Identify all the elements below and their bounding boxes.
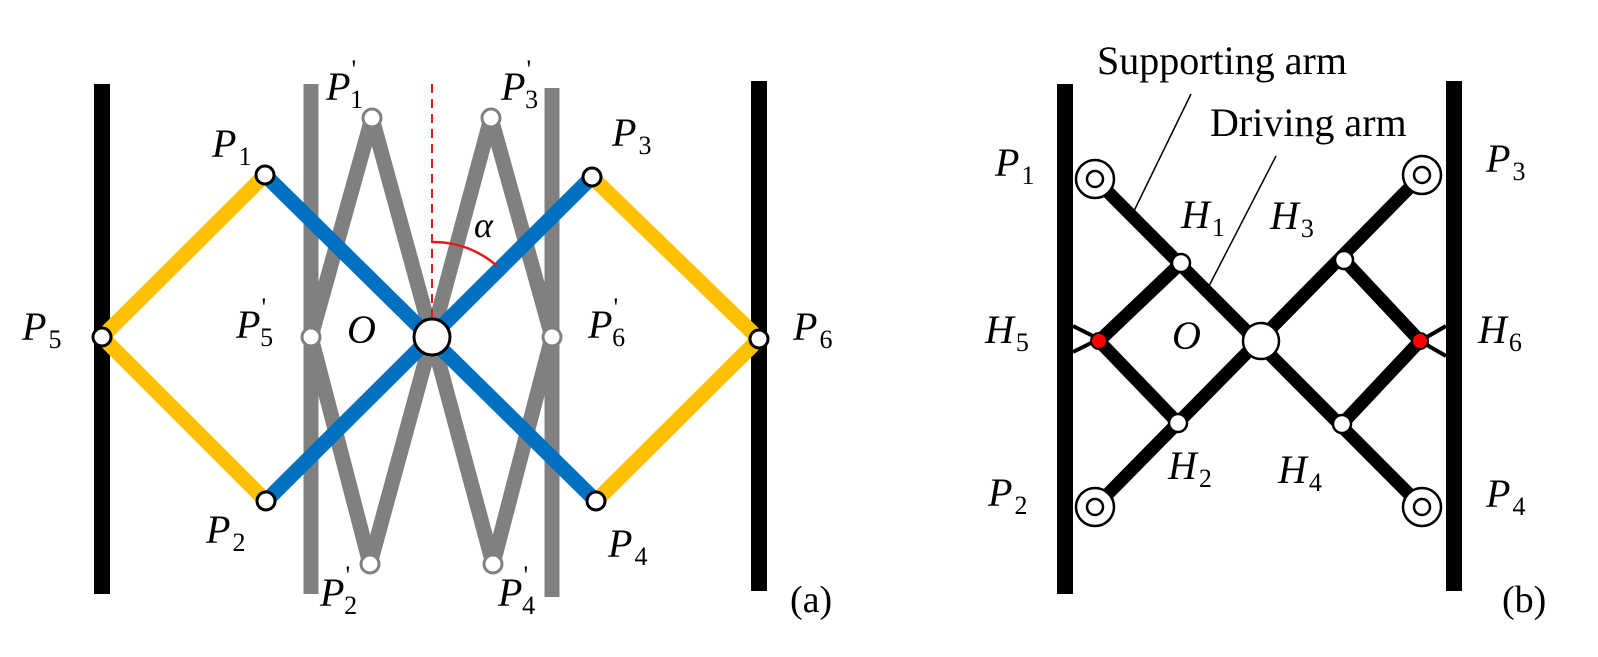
slider-p3-inner (1412, 165, 1432, 185)
label-p5: P5 (21, 304, 61, 354)
slider-p2-inner (1085, 497, 1105, 517)
label-p4p: P'4 (497, 561, 535, 620)
joint-p6 (748, 328, 770, 350)
label-p2p: P'2 (319, 561, 357, 620)
label-p3: P3 (611, 110, 651, 160)
label-alpha: α (474, 205, 494, 245)
folded-link-p3p-p6p (483, 115, 560, 340)
joint-h6 (1411, 332, 1429, 350)
joint-h4 (1331, 413, 1353, 435)
label-p3p: P'3 (500, 55, 538, 114)
yellow-link-p6-p4 (588, 331, 767, 509)
label-b-p4: P4 (1485, 471, 1525, 521)
label-p1: P1 (211, 121, 251, 171)
joint-p2 (255, 490, 277, 512)
joint-h2 (1167, 412, 1189, 434)
active-joints-b (1090, 332, 1429, 350)
label-p6: P6 (792, 304, 832, 354)
joint-o (412, 317, 452, 357)
joint-p1p (361, 107, 383, 129)
yellow-links (94, 167, 767, 509)
label-b-p1: P1 (994, 140, 1034, 190)
inner-joints-b (1167, 249, 1355, 435)
label-p5p: P'5 (235, 293, 273, 352)
folded-link-p3p-o (424, 116, 499, 339)
joint-p5 (91, 326, 113, 348)
joint-h3 (1333, 249, 1355, 271)
folded-link-p1p-o (364, 116, 440, 339)
labels-a: P1 P2 P3 P4 P5 P6 P'1 P'2 P'3 P'4 P'5 P'… (21, 55, 832, 621)
joint-p3p (480, 107, 502, 129)
joint-p5p (300, 326, 322, 348)
joint-h1 (1170, 252, 1192, 274)
label-supporting-arm: Supporting arm (1097, 38, 1347, 83)
driving-arm-h5-h2 (1092, 334, 1185, 430)
folded-link-p1p-p5p (303, 115, 380, 340)
joint-p3 (581, 166, 603, 188)
joint-p4p (482, 553, 504, 575)
folded-joints (300, 107, 563, 575)
slider-p4-inner (1412, 497, 1432, 517)
label-b-h6: H6 (1477, 307, 1522, 357)
label-b-h5: H5 (984, 307, 1029, 357)
label-p4: P4 (607, 521, 647, 571)
leader-driving-arm (1208, 155, 1277, 287)
angle-arc (431, 240, 498, 267)
label-center-o-a: O (347, 307, 376, 352)
panel-a: P1 P2 P3 P4 P5 P6 P'1 P'2 P'3 P'4 P'5 P'… (21, 55, 832, 621)
driving-arm-h5-h1 (1092, 256, 1188, 348)
label-b-h1: H1 (1180, 192, 1225, 242)
label-b-h3: H3 (1269, 193, 1314, 243)
joint-h5 (1090, 332, 1108, 350)
yellow-link-p6-p3 (584, 169, 767, 347)
joint-p1 (254, 164, 276, 186)
joint-p2p (359, 553, 381, 575)
label-p6p: P'6 (587, 293, 625, 352)
joint-o-b (1241, 321, 1281, 361)
label-p2: P2 (205, 507, 245, 557)
leader-supporting-arm (1132, 93, 1192, 214)
labels-b: Supporting arm Driving arm P1 P2 P3 P4 H… (984, 38, 1546, 621)
panel-b: Supporting arm Driving arm P1 P2 P3 P4 H… (984, 38, 1546, 621)
angle-marker (431, 84, 498, 320)
yellow-link-p5-p1 (94, 167, 273, 345)
folded-link-p2p-o (362, 335, 440, 566)
caption-b: (b) (1502, 579, 1546, 621)
joint-p6p (541, 326, 563, 348)
label-p1p: P'1 (325, 55, 363, 114)
label-b-p2: P2 (987, 470, 1027, 520)
corner-joints-b (1074, 154, 1443, 528)
label-driving-arm: Driving arm (1210, 100, 1407, 145)
folded-link-p4p-p6p (485, 335, 560, 566)
label-b-h4: H4 (1277, 447, 1322, 497)
label-center-o-b: O (1172, 313, 1201, 358)
driving-arm-h6-h3 (1337, 253, 1427, 348)
driving-arm-h6-h4 (1335, 334, 1427, 431)
label-b-p3: P3 (1485, 136, 1525, 186)
folded-link-p4p-o (424, 335, 501, 566)
yellow-link-p5-p2 (94, 329, 274, 509)
joint-p4 (585, 490, 607, 512)
slider-p1-inner (1085, 169, 1105, 189)
folded-link-p2p-p5p (303, 335, 378, 566)
caption-a: (a) (790, 579, 832, 621)
label-b-h2: H2 (1167, 443, 1212, 493)
joints-a (91, 164, 770, 512)
